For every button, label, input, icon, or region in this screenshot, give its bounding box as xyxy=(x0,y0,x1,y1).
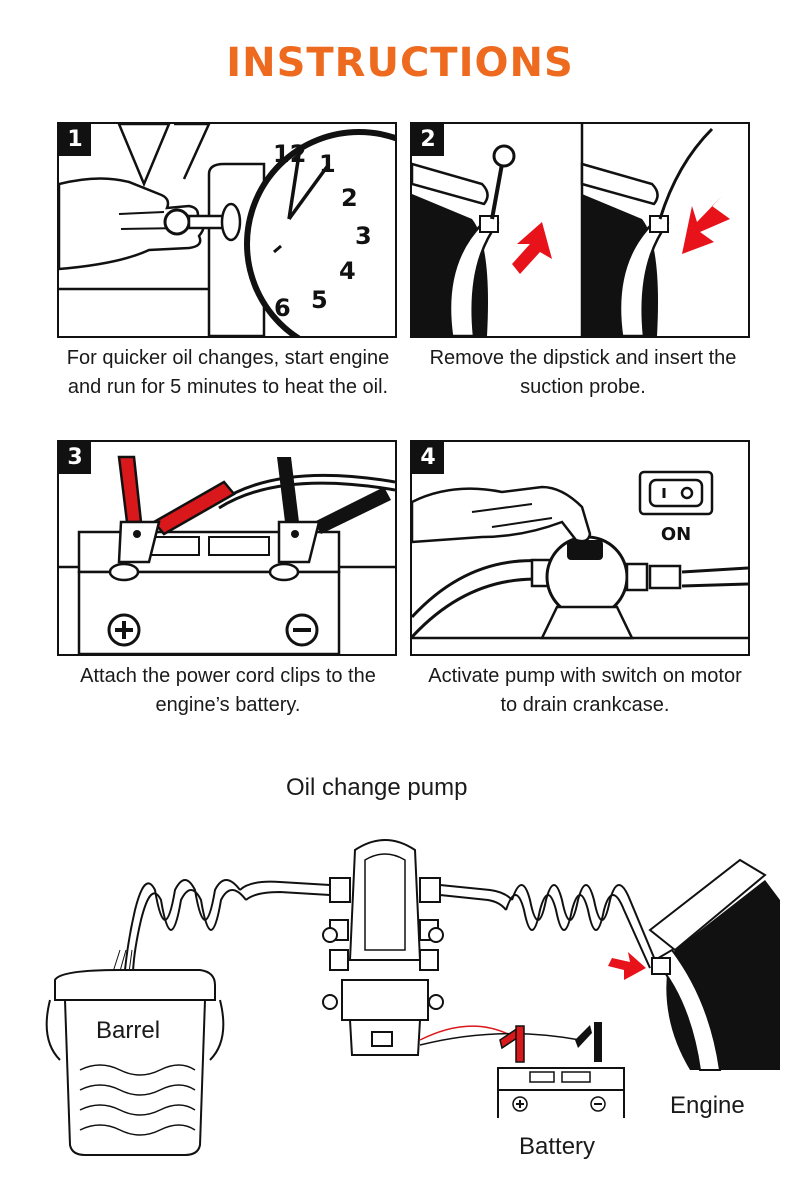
coil-hose-right xyxy=(505,884,656,969)
step-4-illustration: ON xyxy=(412,470,748,640)
engine-label: Engine xyxy=(670,1092,745,1119)
pump-icon xyxy=(322,839,444,1056)
arrow-down-icon xyxy=(682,196,730,254)
step-1-illustration: 12 1 2 3 4 5 6 xyxy=(59,124,395,336)
rocker-switch-icon xyxy=(638,470,714,516)
barrel-icon xyxy=(45,969,225,1156)
step-4-caption: Activate pump with switch on motor to dr… xyxy=(428,665,742,716)
coil-hose-left xyxy=(124,879,247,973)
clock-numeral-3: 3 xyxy=(355,222,372,250)
clock-icon: 12 1 2 3 4 5 6 xyxy=(244,129,395,336)
plus-icon xyxy=(107,613,141,647)
switch-on-label: ON xyxy=(661,524,691,545)
step-4-panel: 4 ON xyxy=(410,440,750,656)
battery-icon xyxy=(497,1022,625,1118)
page-title: INSTRUCTIONS xyxy=(226,40,574,86)
red-clip-icon xyxy=(117,455,236,564)
step-3-illustration xyxy=(59,455,395,654)
black-clip-icon xyxy=(277,457,391,564)
barrel-label: Barrel xyxy=(96,1017,161,1044)
clock-numeral-5: 5 xyxy=(311,286,328,314)
minus-icon xyxy=(285,613,319,647)
step-2-illustration xyxy=(412,124,730,336)
step-2-caption: Remove the dipstick and insert the sucti… xyxy=(429,347,737,398)
ignition-key-icon xyxy=(163,202,242,242)
step-3-panel: 3 xyxy=(57,440,397,656)
clock-numeral-2: 2 xyxy=(341,184,358,212)
step-3-number: 3 xyxy=(59,442,91,474)
step-4-number: 4 xyxy=(412,442,444,474)
pump-label: Oil change pump xyxy=(286,774,468,801)
step-1-caption: For quicker oil changes, start engine an… xyxy=(66,347,390,398)
system-diagram xyxy=(45,839,780,1156)
battery-label: Battery xyxy=(519,1133,596,1160)
clock-numeral-12: 12 xyxy=(273,140,306,168)
arrow-up-icon xyxy=(512,222,552,274)
hand-icon xyxy=(412,485,592,544)
clock-numeral-6: 6 xyxy=(274,294,291,322)
clock-numeral-1: 1 xyxy=(319,150,336,178)
step-1-number: 1 xyxy=(59,124,91,156)
arrow-red-icon xyxy=(608,952,646,980)
step-2-panel: 2 xyxy=(410,122,750,338)
step-3-caption: Attach the power cord clips to the engin… xyxy=(80,665,376,716)
clock-numeral-4: 4 xyxy=(339,257,356,285)
step-1-panel: 1 12 1 2 3 4 5 6 xyxy=(57,122,397,338)
engine-icon xyxy=(648,858,780,1071)
step-2-number: 2 xyxy=(412,124,444,156)
